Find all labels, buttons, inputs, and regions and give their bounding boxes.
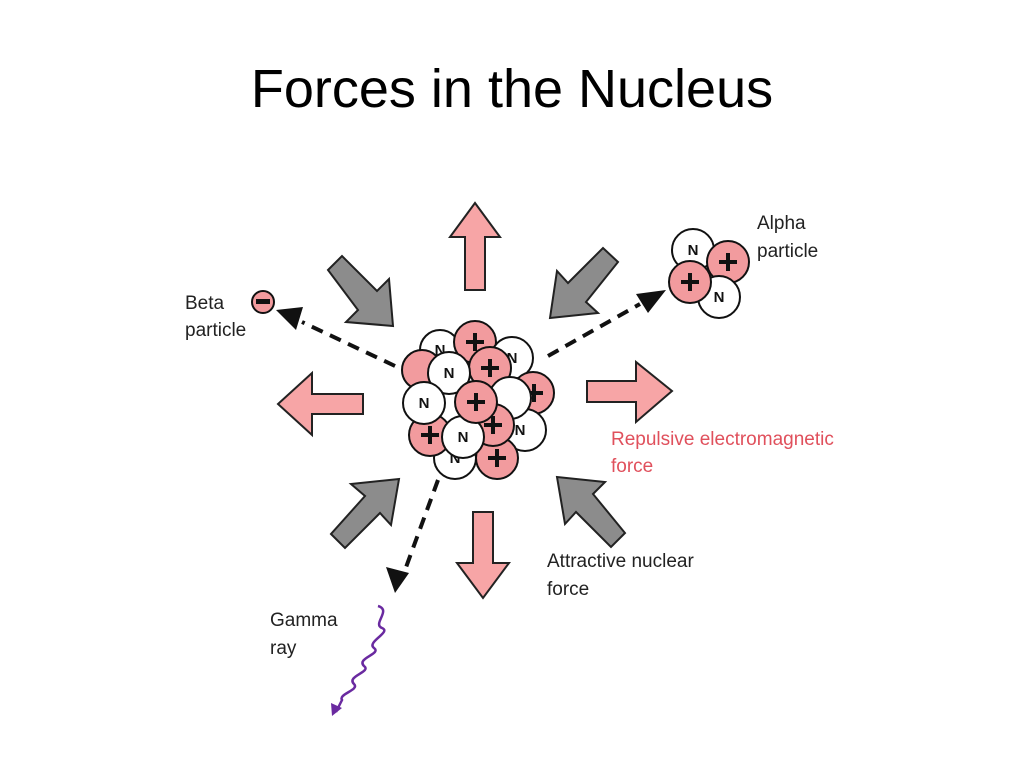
gamma-ray-wave bbox=[334, 604, 386, 713]
attractive-arrow-bottom-left bbox=[329, 477, 401, 550]
svg-text:N: N bbox=[435, 342, 446, 359]
alpha-particle: N N bbox=[668, 228, 750, 319]
repulsive-label-line2: force bbox=[611, 456, 653, 477]
nucleus: N N N N N N N bbox=[401, 320, 555, 480]
attractive-label-line2: force bbox=[547, 579, 589, 600]
proton bbox=[475, 436, 519, 480]
alpha-label-line2: particle bbox=[757, 241, 818, 262]
repulsive-arrow-down bbox=[455, 511, 511, 600]
gamma-ray-arrowhead bbox=[331, 703, 342, 716]
gamma-label-line1: Gamma bbox=[270, 610, 338, 631]
beta-emission-path bbox=[301, 320, 396, 368]
repulsive-arrow-right bbox=[586, 359, 674, 425]
alpha-arrowhead bbox=[636, 290, 666, 313]
alpha-emission-path bbox=[547, 302, 641, 358]
repulsive-label-line1: Repulsive electromagnetic bbox=[611, 429, 834, 450]
svg-text:N: N bbox=[444, 365, 455, 382]
neutron: N bbox=[402, 381, 446, 425]
attractive-arrows bbox=[326, 246, 627, 550]
repulsive-arrow-up bbox=[448, 201, 502, 291]
proton bbox=[454, 380, 498, 424]
beta-label-line1: Beta bbox=[185, 293, 225, 314]
attractive-label-line1: Attractive nuclear bbox=[547, 551, 694, 572]
gamma-label-line2: ray bbox=[270, 638, 297, 659]
emission-paths bbox=[276, 290, 666, 593]
proton bbox=[706, 240, 750, 284]
alpha-label-line1: Alpha bbox=[757, 213, 806, 234]
svg-text:N: N bbox=[419, 395, 430, 412]
slide-title: Forces in the Nucleus bbox=[250, 59, 774, 119]
repulsive-arrows bbox=[276, 201, 674, 600]
svg-text:N: N bbox=[507, 350, 518, 367]
neutron: N bbox=[427, 351, 471, 395]
svg-text:N: N bbox=[450, 450, 461, 467]
proton bbox=[668, 260, 712, 304]
svg-text:N: N bbox=[688, 242, 699, 259]
beta-particle bbox=[251, 290, 275, 314]
gamma-arrowhead bbox=[386, 567, 409, 593]
svg-text:N: N bbox=[515, 422, 526, 439]
attractive-arrow-top-left bbox=[326, 254, 395, 328]
repulsive-arrow-left bbox=[276, 370, 364, 438]
svg-text:N: N bbox=[458, 429, 469, 446]
beta-label-line2: particle bbox=[185, 320, 246, 341]
gamma-emission-path bbox=[403, 479, 440, 571]
svg-text:N: N bbox=[714, 289, 725, 306]
attractive-arrow-top-right bbox=[548, 246, 620, 320]
attractive-arrow-bottom-right bbox=[555, 475, 627, 549]
beta-arrowhead bbox=[276, 307, 303, 330]
